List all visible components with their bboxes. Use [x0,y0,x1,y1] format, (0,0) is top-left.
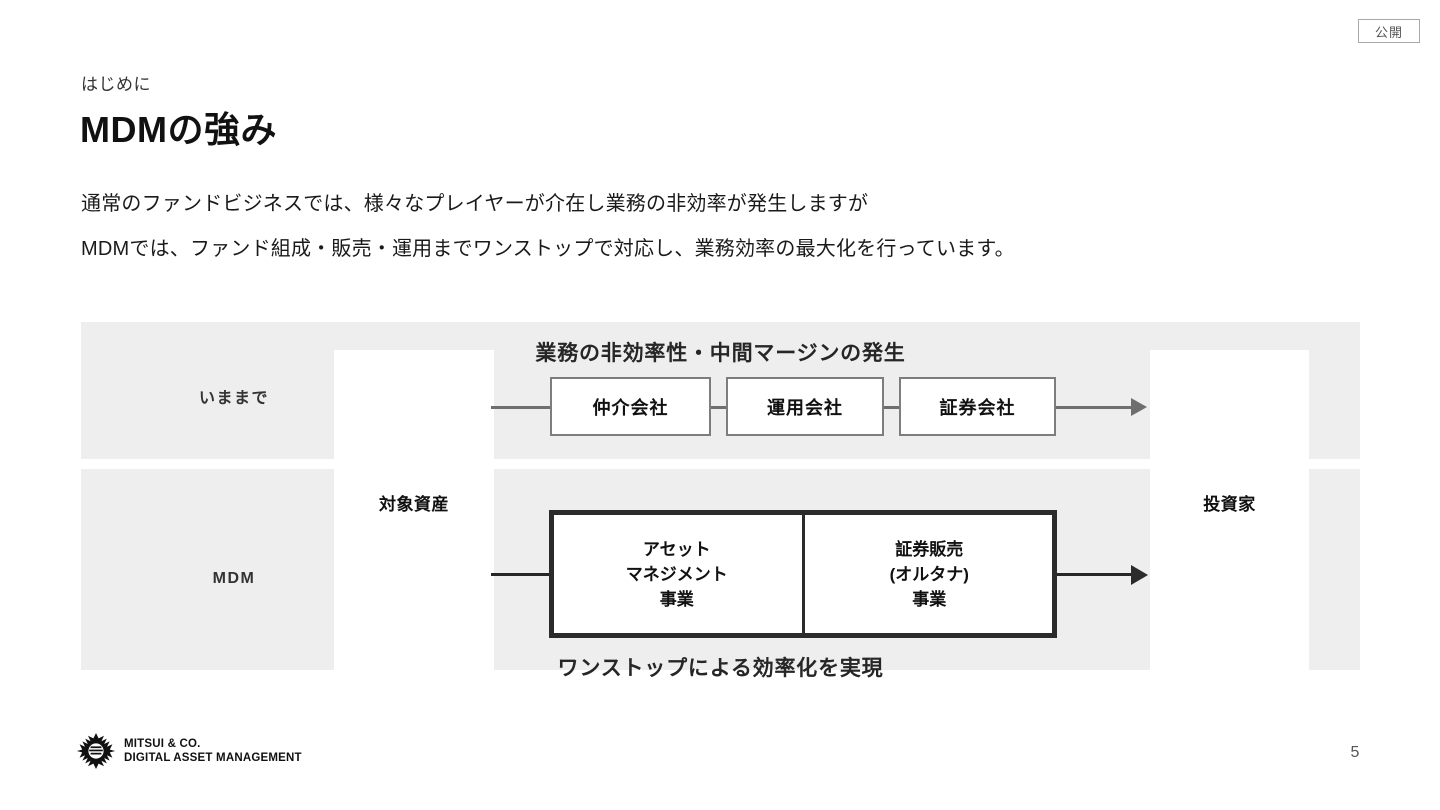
logo-wordmark-line-2: DIGITAL ASSET MANAGEMENT [124,752,302,764]
column-label-assets: 対象資産 [379,495,449,514]
investors-column-strip [1150,350,1309,670]
mdm-cell-line-3: 事業 [912,589,947,609]
legacy-chain-box: 証券会社 [899,377,1056,436]
mdm-block-divider [801,515,805,633]
lead-line-2: MDMでは、ファンド組成・販売・運用までワンストップで対応し、業務効率の最大化を… [81,238,1015,260]
company-logo: MITSUI & CO. DIGITAL ASSET MANAGEMENT [76,731,302,771]
legacy-row-panel [81,322,1360,459]
logo-wordmark: MITSUI & CO. DIGITAL ASSET MANAGEMENT [124,737,302,765]
mdm-row-caption: ワンストップによる効率化を実現 [557,657,884,680]
legacy-connector-2 [883,406,900,409]
legacy-connector-3 [1055,406,1137,409]
mdm-cell-line-2: マネジメント [625,564,728,584]
mdm-cell-line-2: (オルタナ) [889,564,969,584]
legacy-row-caption: 業務の非効率性・中間マージンの発生 [535,342,906,365]
page-number: 5 [1350,744,1360,761]
legacy-chain-box: 運用会社 [726,377,884,436]
mdm-business-cell-securities-sales: 証券販売 (オルタナ) 事業 [807,515,1053,633]
mdm-connector-left [491,573,551,576]
mdm-cell-line-1: アセット [642,539,711,559]
lead-line-1: 通常のファンドビジネスでは、様々なプレイヤーが介在し業務の非効率が発生しますが [81,193,869,215]
status-badge: 公開 [1358,19,1420,43]
assets-column-strip [334,350,494,670]
mdm-onestop-block: アセット マネジメント 事業 証券販売 (オルタナ) 事業 [549,510,1057,638]
lead-paragraph: 通常のファンドビジネスでは、様々なプレイヤーが介在し業務の非効率が発生しますが … [81,182,1015,272]
mdm-arrow-icon [1131,565,1148,585]
row-label-mdm: MDM [212,570,256,587]
column-label-investors: 投資家 [1203,495,1256,514]
mdm-business-cell-asset-management: アセット マネジメント 事業 [554,515,800,633]
logo-wordmark-line-1: MITSUI & CO. [124,738,201,750]
row-label-legacy: いままで [198,390,269,407]
mdm-cell-line-3: 事業 [659,589,694,609]
mitsui-diamond-icon [76,731,116,771]
comparison-diagram: 業務の非効率性・中間マージンの発生 ワンストップによる効率化を実現 いままで M… [81,322,1360,680]
mdm-connector-right [1055,573,1137,576]
section-eyebrow: はじめに [81,75,151,94]
legacy-connector-0 [491,406,551,409]
page-title: MDMの強み [80,109,277,150]
legacy-chain-box: 仲介会社 [550,377,711,436]
mdm-cell-line-1: 証券販売 [895,539,964,559]
legacy-arrow-icon [1131,398,1147,416]
legacy-connector-1 [710,406,727,409]
